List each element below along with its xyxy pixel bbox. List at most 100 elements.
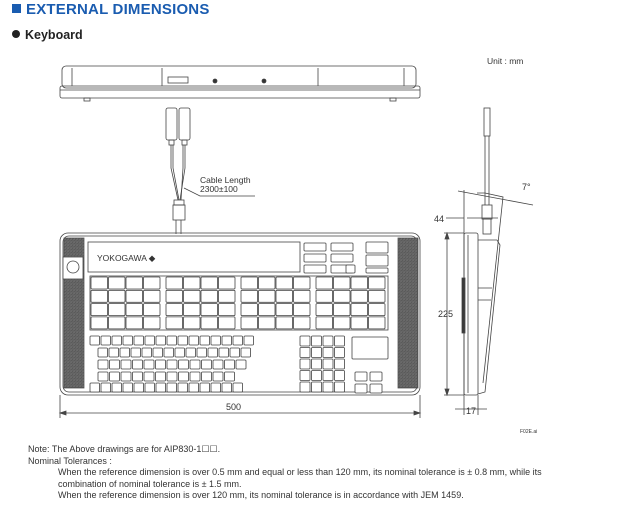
function-key — [108, 316, 126, 330]
alpha-key — [144, 335, 155, 346]
height-dimension — [444, 190, 498, 415]
alpha-key — [166, 359, 178, 370]
function-key — [143, 289, 161, 303]
control-key — [330, 253, 354, 263]
function-key — [368, 276, 386, 290]
function-key — [218, 316, 236, 330]
alpha-key — [132, 371, 143, 382]
numpad-key — [311, 358, 322, 370]
alpha-key — [143, 371, 155, 382]
alpha-key — [152, 347, 163, 358]
function-key — [293, 303, 311, 317]
cable-length-label: Cable Length — [200, 175, 251, 185]
numpad-key — [299, 347, 311, 358]
function-key — [165, 303, 183, 317]
alpha-key — [189, 371, 201, 382]
function-key — [90, 289, 108, 303]
alpha-key — [229, 347, 240, 358]
alpha-key — [174, 347, 185, 358]
alpha-key — [188, 382, 199, 393]
control-key — [365, 254, 389, 267]
alpha-key — [155, 359, 166, 370]
function-key — [90, 316, 108, 330]
alpha-key — [122, 335, 133, 346]
alpha-key — [163, 347, 174, 358]
alpha-key — [210, 335, 221, 346]
alpha-key — [155, 371, 166, 382]
numpad-key — [334, 381, 345, 393]
alpha-key — [224, 359, 235, 370]
alpha-key — [212, 359, 224, 370]
alpha-key — [89, 335, 100, 346]
alpha-key — [189, 359, 201, 370]
alpha-key — [235, 359, 247, 370]
control-key — [365, 241, 389, 254]
alpha-key — [133, 382, 144, 393]
function-key — [293, 289, 311, 303]
alpha-key — [109, 359, 120, 370]
function-key — [350, 289, 368, 303]
numpad-key — [299, 381, 311, 393]
numpad-key — [322, 381, 334, 393]
numpad-key — [311, 335, 322, 347]
alpha-key — [177, 335, 188, 346]
alpha-key — [119, 347, 130, 358]
cursor-pad — [351, 336, 389, 360]
function-key — [333, 289, 351, 303]
function-key — [200, 316, 218, 330]
alpha-key — [166, 382, 177, 393]
alpha-key — [130, 347, 141, 358]
function-key — [200, 303, 218, 317]
function-key — [90, 276, 108, 290]
square-bullet-icon — [12, 4, 21, 13]
function-key — [350, 316, 368, 330]
alpha-key — [89, 382, 100, 393]
function-key — [108, 289, 126, 303]
alpha-key — [232, 382, 243, 393]
side-view — [457, 107, 534, 396]
unit-label: Unit : mm — [487, 56, 523, 66]
alpha-key — [207, 347, 218, 358]
function-key — [350, 303, 368, 317]
alpha-key — [178, 371, 189, 382]
alpha-key — [111, 335, 122, 346]
depth-bottom-label: 17 — [466, 406, 476, 416]
control-keys — [303, 241, 389, 274]
numpad-key — [299, 335, 311, 347]
alpha-key — [210, 382, 221, 393]
numpad-key — [334, 347, 345, 358]
special-key — [354, 383, 368, 394]
alpha-key — [122, 382, 133, 393]
alpha-key — [196, 347, 207, 358]
function-key — [333, 276, 351, 290]
alpha-key — [120, 359, 132, 370]
cable-length-value: 2300±100 — [200, 184, 238, 194]
subsection-title: Keyboard — [12, 28, 83, 42]
function-key — [200, 289, 218, 303]
brand-logo-text: YOKOGAWA ◆ — [97, 253, 156, 263]
alpha-key — [108, 347, 119, 358]
alpha-key — [232, 335, 243, 346]
alpha-key — [133, 335, 144, 346]
figure-id: F02E.ai — [520, 429, 537, 435]
key-lock-icon — [66, 260, 80, 274]
function-key — [108, 303, 126, 317]
alpha-key — [97, 371, 109, 382]
control-key — [345, 264, 356, 274]
note-tolerance-line-1: When the reference dimension is over 0.5… — [58, 467, 542, 477]
depth-top-label: 44 — [434, 214, 444, 224]
numpad-key — [334, 370, 345, 381]
alpha-key — [155, 335, 166, 346]
alpha-key — [141, 347, 152, 358]
numpad-key — [311, 347, 322, 358]
function-key — [258, 316, 276, 330]
function-key — [315, 276, 333, 290]
function-key — [315, 289, 333, 303]
function-key — [275, 316, 293, 330]
numpad-key — [322, 335, 334, 347]
function-key — [333, 303, 351, 317]
function-key — [108, 276, 126, 290]
tilt-angle-label: 7° — [522, 182, 531, 192]
alpha-key — [177, 382, 188, 393]
